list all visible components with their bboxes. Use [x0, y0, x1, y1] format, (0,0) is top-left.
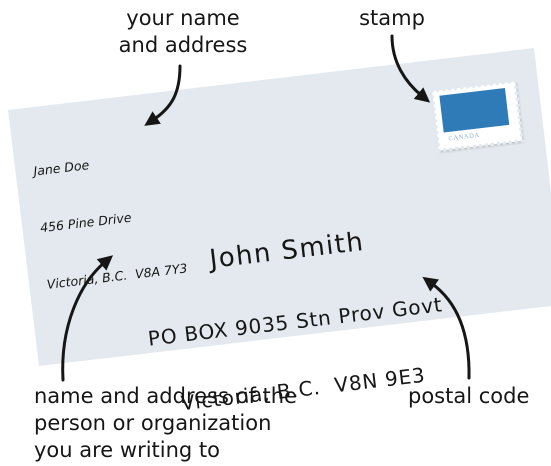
stamp-label: stamp [342, 5, 442, 32]
return-address-name: Jane Doe [32, 157, 90, 179]
recipient-name: John Smith [207, 226, 366, 275]
stamp-country-text: CANADA [448, 132, 480, 143]
stamp-perforation [429, 79, 525, 153]
envelope [8, 48, 551, 366]
recipient-label-line: you are writing to [34, 438, 221, 462]
recipient-label-line: person or organization [34, 411, 272, 435]
sender-label-line: your name [126, 6, 240, 30]
recipient-street: PO BOX 9035 Stn Prov Govt [146, 292, 444, 351]
arrow-to-postal-code [422, 276, 471, 380]
stamp: CANADA [429, 79, 525, 153]
stamp-image [439, 88, 510, 133]
arrow-to-recipient-address [61, 255, 114, 382]
postal-code-label-text: postal code [408, 384, 530, 408]
arrow-to-return-address [144, 64, 182, 126]
recipient-label-line: name and address of the [34, 384, 297, 408]
recipient-label: name and address of the person or organi… [34, 383, 297, 464]
arrow-to-stamp [390, 34, 431, 103]
postal-code-label: postal code [408, 383, 529, 410]
stamp-label-text: stamp [359, 6, 425, 30]
sender-label-line: and address [118, 33, 248, 57]
sender-label: your name and address [103, 5, 263, 59]
